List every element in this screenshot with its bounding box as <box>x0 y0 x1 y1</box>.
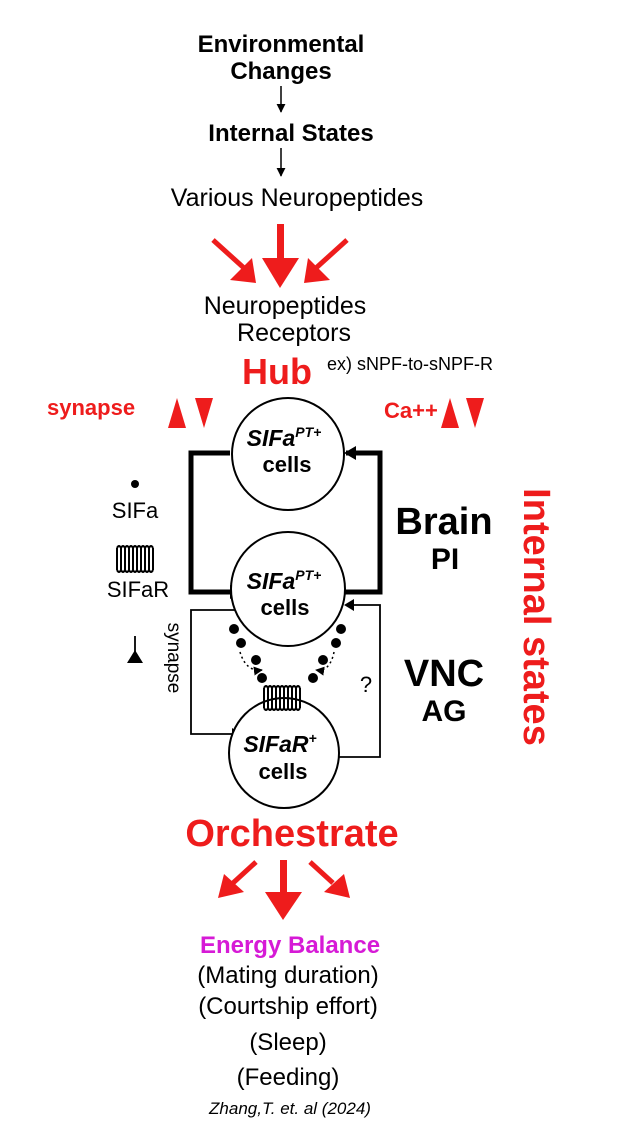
diffusion-arrow-right <box>315 651 335 676</box>
receptor-icon <box>263 685 301 711</box>
legend-ligand-label: SIFa <box>112 498 159 523</box>
synapse-terminal-icon <box>344 446 356 460</box>
cell-top-sub: cells <box>263 452 312 477</box>
svg-text:SIFaPT+: SIFaPT+ <box>247 424 322 451</box>
legend-synapse-label: synapse <box>163 623 184 694</box>
cell-bottom: SIFaR+ cells <box>228 697 340 809</box>
env-changes-line2: Changes <box>230 58 331 85</box>
svg-text:SIFaPT+: SIFaPT+ <box>247 567 322 594</box>
output-item: (Sleep) <box>249 1029 326 1056</box>
cell-bottom-name: SIFaR <box>243 731 309 757</box>
diffusion-arrow-left <box>239 651 263 676</box>
down-arrow-icon <box>195 398 213 428</box>
various-neuropeptides-label: Various Neuropeptides <box>171 184 423 212</box>
synapse-red-label: synapse <box>47 395 135 420</box>
down-arrow-icon <box>466 398 484 428</box>
cell-middle: SIFaPT+ cells <box>230 531 346 647</box>
output-item: (Feeding) <box>237 1064 340 1091</box>
cell-middle-superscript: PT+ <box>295 567 321 583</box>
ligand-dot-icon <box>131 480 139 488</box>
env-changes-line1: Environmental <box>198 31 365 58</box>
up-arrow-icon <box>168 398 186 428</box>
synapse-terminal-icon <box>344 599 354 611</box>
peptide-dots <box>229 624 346 683</box>
unknown-connection-label: ? <box>360 672 372 697</box>
diverging-red-arrows <box>218 860 350 920</box>
up-arrow-icon <box>441 398 459 428</box>
energy-balance-label: Energy Balance <box>200 932 380 959</box>
cell-top-name: SIFa <box>247 425 296 451</box>
legend-receptor-icon <box>116 545 154 573</box>
hub-example: ex) sNPF-to-sNPF-R <box>327 354 493 374</box>
svg-text:SIFaR+: SIFaR+ <box>243 730 316 757</box>
receptors-line2: Receptors <box>237 319 351 347</box>
orchestrate-label: Orchestrate <box>185 813 398 855</box>
brain-right-connector <box>336 450 383 595</box>
cell-top-superscript: PT+ <box>295 424 321 440</box>
calcium-label: Ca++ <box>384 398 438 423</box>
output-item: (Courtship effort) <box>198 993 378 1020</box>
receptors-line1: Neuropeptides <box>204 292 367 320</box>
cell-bottom-sub: cells <box>259 759 308 784</box>
vnc-label: VNC <box>404 653 484 695</box>
hub-label: Hub <box>242 351 312 392</box>
cell-top: SIFaPT+ cells <box>231 397 345 511</box>
internal-states-label: Internal States <box>208 120 373 147</box>
ag-label: AG <box>422 695 467 728</box>
brain-label: Brain <box>395 501 492 543</box>
legend-synapse-icon <box>127 636 143 663</box>
cell-middle-name: SIFa <box>247 568 296 594</box>
internal-states-vertical: Internal states <box>515 488 557 746</box>
cell-middle-sub: cells <box>261 595 310 620</box>
converging-red-arrows <box>211 224 349 288</box>
citation: Zhang,T. et. al (2024) <box>208 1099 371 1118</box>
output-item: (Mating duration) <box>197 962 378 989</box>
vnc-left-connector <box>190 609 236 735</box>
cell-bottom-superscript: + <box>309 730 317 746</box>
pi-label: PI <box>431 543 459 576</box>
brain-left-connector <box>188 450 230 595</box>
legend-receptor-label: SIFaR <box>107 577 169 602</box>
vnc-right-connector <box>337 604 381 758</box>
